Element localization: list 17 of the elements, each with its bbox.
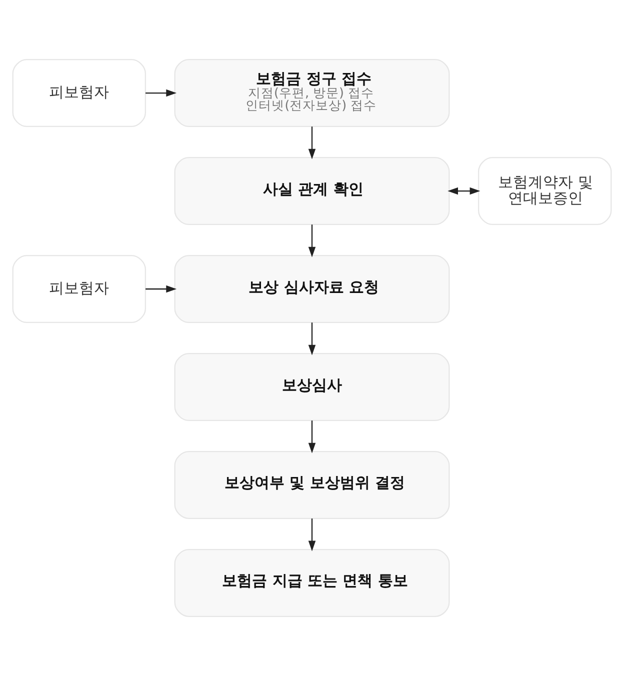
node-box: 피보험자 bbox=[12, 59, 146, 128]
arrow bbox=[448, 187, 480, 195]
node-box: 보상여부 및 보상범위 결정 bbox=[174, 450, 450, 519]
node-box: 피보험자 bbox=[12, 255, 146, 324]
node-box: 보험금 정구 접수 지점(우편, 방문) 접수 인터넷(전자보상) 접수 bbox=[174, 59, 450, 128]
arrow bbox=[308, 126, 316, 160]
node-box: 사실 관계 확인 bbox=[174, 157, 450, 226]
arrow bbox=[308, 518, 316, 552]
arrow bbox=[308, 224, 316, 258]
node-box: 보험계약자 및 연대보증인 bbox=[478, 157, 612, 226]
arrow bbox=[308, 322, 316, 356]
node-box: 보험금 지급 또는 면책 통보 bbox=[174, 548, 450, 617]
arrow bbox=[146, 89, 177, 97]
arrow bbox=[308, 420, 316, 454]
node-box: 보상 심사자료 요청 bbox=[174, 255, 450, 324]
arrow bbox=[146, 285, 177, 293]
node-box: 보상심사 bbox=[174, 352, 450, 421]
